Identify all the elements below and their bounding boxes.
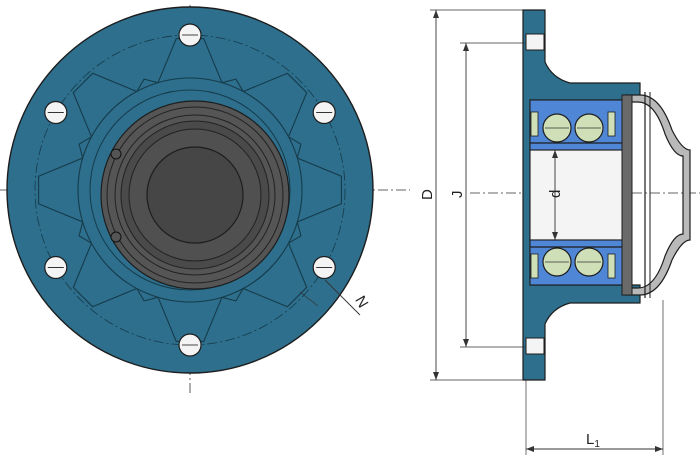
label-j: J [449,191,466,199]
shaft-bore [146,146,244,244]
front-view: N [0,5,410,395]
bolt-holes [44,23,336,357]
label-l1-sub: 1 [594,439,600,450]
side-section-view: D J d L1 [419,9,700,455]
label-l1: L1 [586,431,600,450]
label-bore-d: d [547,190,564,198]
seal-left-bottom [530,253,539,279]
snap-ring-end-top [110,148,122,160]
dim-j-arrow-top [463,43,469,51]
cap-clamp [621,94,633,296]
snap-ring-end-bottom [110,231,122,243]
end-cap [625,94,691,296]
plate-hole-bottom [525,337,545,355]
bearing-balls [542,113,604,277]
bore [529,149,627,241]
dim-d-arrow-top [433,10,439,18]
dim-j-arrow-bottom [463,339,469,347]
label-d-upper: D [419,189,436,200]
seal-left-top [530,111,539,137]
dim-l1-arrow-left [526,446,534,452]
n-tick [299,291,319,307]
seal-right-bottom [607,253,616,279]
dim-d-arrow-bottom [433,372,439,380]
dim-bore-arrow-bottom [552,232,558,240]
hub-inner-edge [89,89,291,291]
n-leader-line [324,279,361,316]
seal-ring-1 [106,106,284,284]
plate-hole-top [525,33,545,51]
seal-ring-2 [114,114,276,276]
dim-bore-arrow-top [552,150,558,158]
dim-l1-arrow-right [655,446,663,452]
label-n: N [351,293,371,311]
seal-right-top [607,111,616,137]
label-l1-main: L [586,431,594,448]
